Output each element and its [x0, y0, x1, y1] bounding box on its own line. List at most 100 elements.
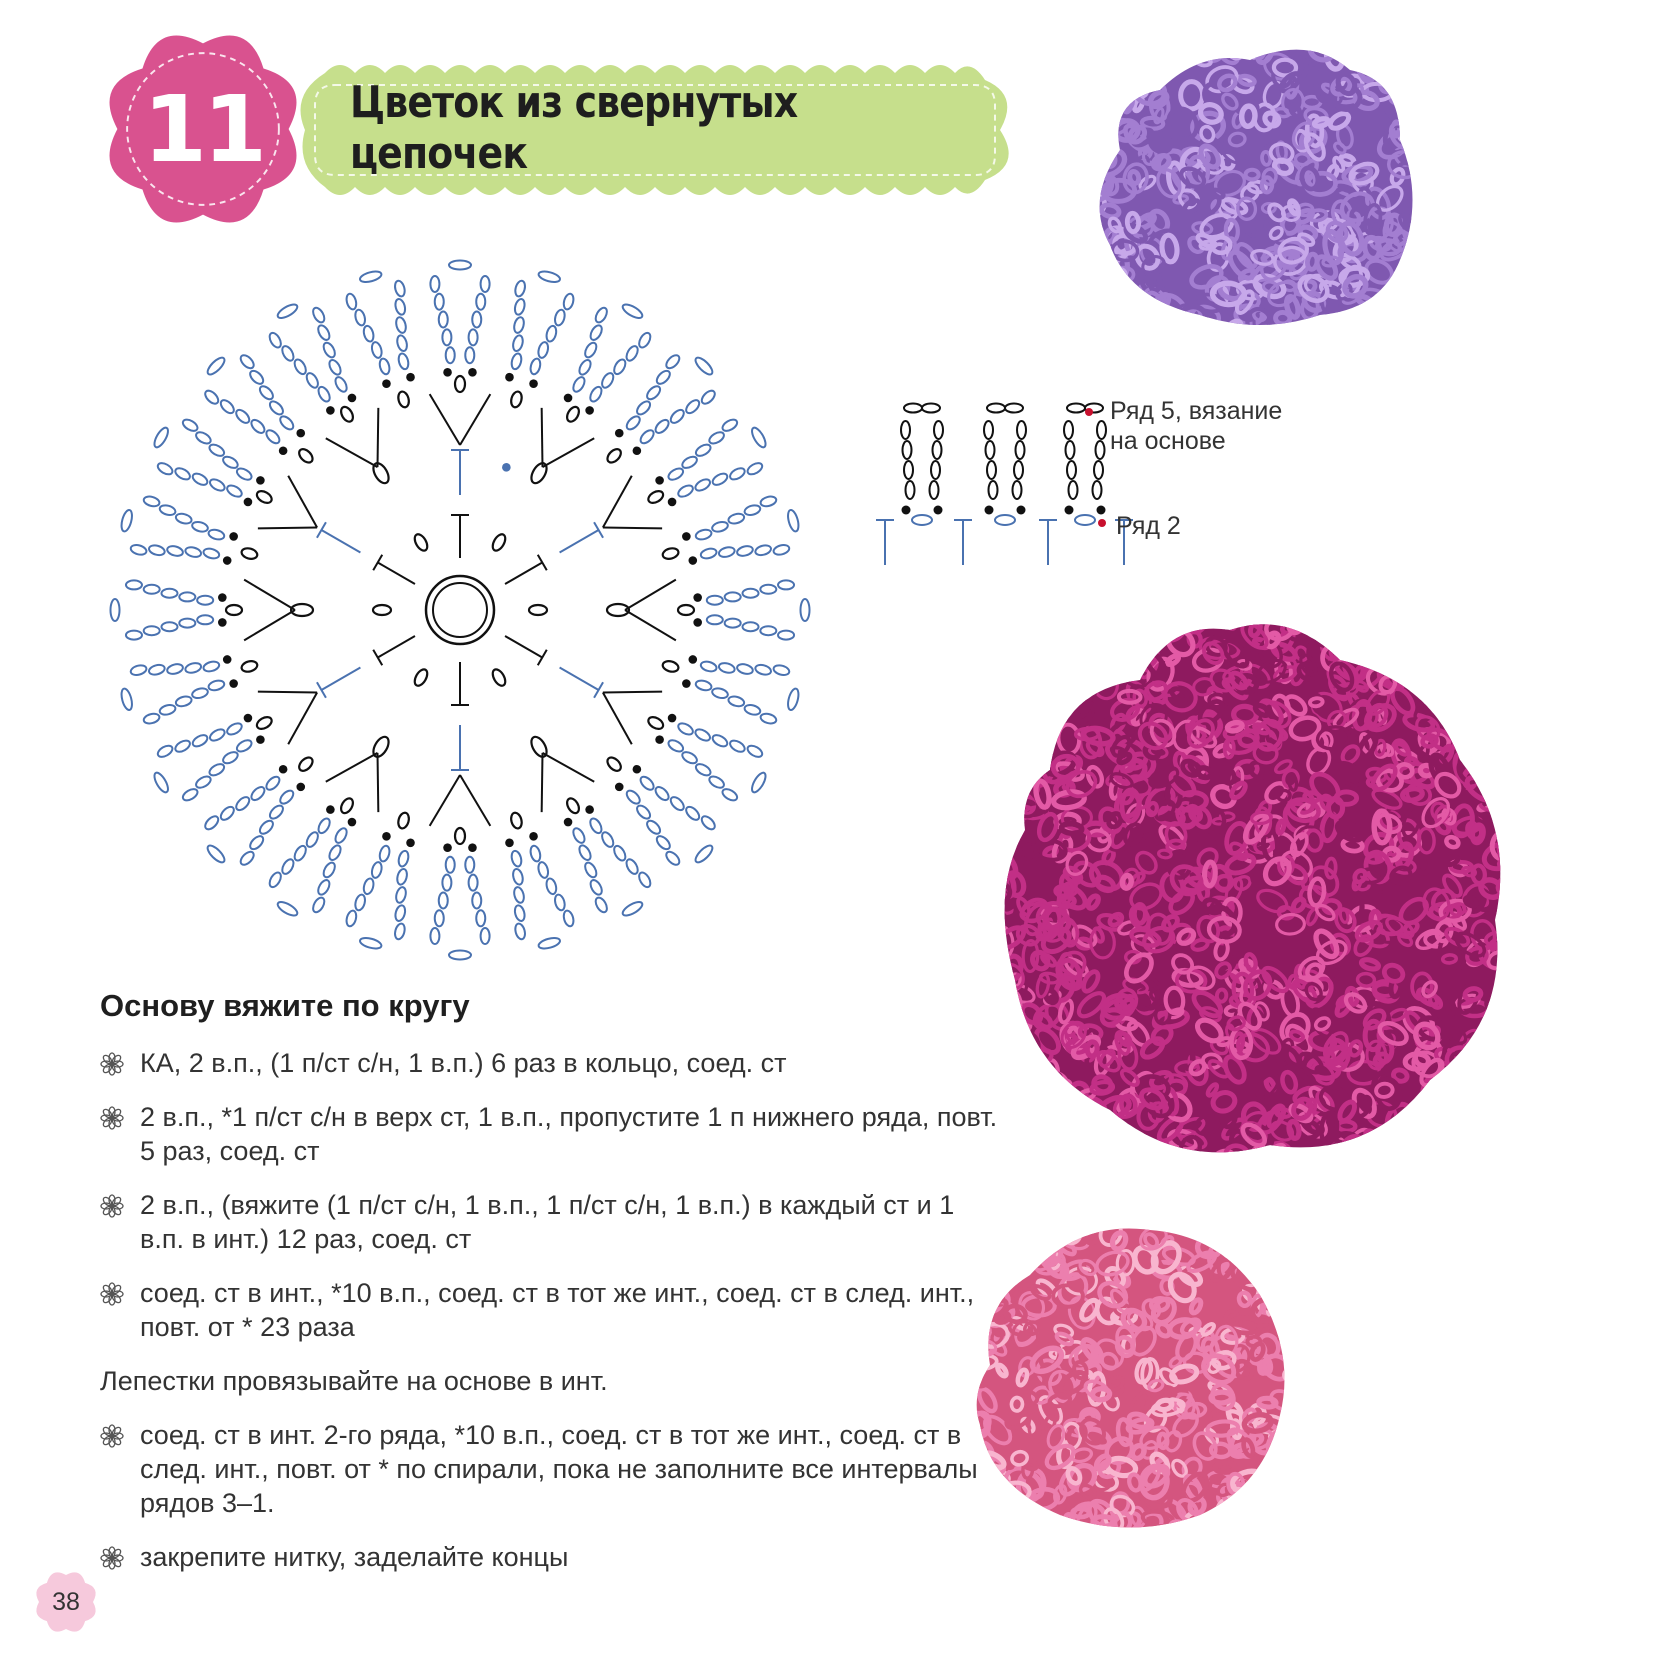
- section-heading: Основу вяжите по кругу: [100, 988, 470, 1023]
- round1-chain: [527, 603, 549, 617]
- round2-chain: [530, 735, 548, 758]
- round3-chain: [510, 390, 523, 409]
- page-number-badge: [36, 1572, 96, 1632]
- petal-chain-loop: [345, 844, 410, 950]
- step-3: 2 в.п., (вяжите (1 п/ст с/н, 1 в.п., 1 п…: [100, 1188, 1000, 1256]
- round1-chain: [413, 533, 429, 552]
- slip-stitch-dot: [382, 379, 391, 388]
- petal-chain-loop: [667, 418, 767, 498]
- slip-stitch-dot: [632, 446, 642, 456]
- round3-chain: [397, 390, 410, 409]
- row2-stitch: [1039, 519, 1057, 565]
- petal-chain-loop: [120, 495, 226, 560]
- round2-chain: [289, 602, 315, 618]
- instructions: Основу вяжите по кругу КА, 2 в.п., (1 п/…: [100, 988, 1000, 1594]
- slip-stitch-dot: [693, 593, 702, 602]
- round3-chain: [453, 826, 467, 846]
- slip-stitch-dot: [256, 476, 265, 485]
- slip-stitch-dot: [443, 843, 452, 852]
- round3-chain: [566, 797, 580, 815]
- round3-chain: [510, 811, 523, 830]
- petal-chain-loop: [268, 303, 348, 403]
- round1-stitch: [451, 514, 469, 558]
- slip-stitch-dot: [693, 618, 702, 627]
- slip-stitch-dot: [667, 497, 677, 507]
- petal-chain-loop: [204, 354, 295, 445]
- round3-v-stitch: [257, 690, 318, 745]
- round1-chain: [491, 533, 507, 552]
- petal-chain-loop: [429, 259, 491, 365]
- round3-v-stitch: [428, 774, 492, 827]
- magenta-flower-photo: [1004, 624, 1501, 1153]
- round1-chain: [413, 668, 429, 687]
- round3-chain: [224, 603, 244, 617]
- slip-stitch-dot: [468, 368, 477, 377]
- round3-chain: [647, 716, 665, 730]
- petal-chain-loop: [204, 775, 295, 866]
- round2-stitch: [316, 666, 361, 699]
- slip-stitch-dot: [296, 782, 306, 792]
- magic-ring-inner: [432, 582, 488, 638]
- chapter-number: 11: [142, 75, 267, 183]
- crochet-round-diagram: [109, 259, 811, 961]
- flower-bullet-icon: [100, 1052, 124, 1076]
- round3-v-stitch: [243, 578, 296, 642]
- round2-chain: [372, 462, 390, 485]
- round3-v-stitch: [257, 475, 318, 530]
- slip-stitch-dot: [406, 372, 415, 382]
- slip-stitch-dot: [505, 372, 514, 382]
- round3-chain: [661, 660, 680, 673]
- slip-stitch-dot: [585, 805, 594, 814]
- page-title: Цветок из свернутых цепочек: [350, 77, 798, 179]
- petal-chain-loop: [625, 354, 716, 445]
- slip-stitch-dot: [468, 843, 477, 852]
- slip-stitch-dot: [529, 832, 538, 841]
- round3-v-stitch: [540, 407, 595, 468]
- step-text: соед. ст в инт., *10 в.п., соед. ст в то…: [140, 1278, 975, 1342]
- round3-v-stitch: [428, 393, 492, 446]
- step-text: закрепите нитку, заделайте концы: [140, 1542, 569, 1572]
- row2-marker-dot: [1098, 519, 1106, 527]
- row2-stitch: [1115, 519, 1133, 565]
- note-text: Лепестки провязывайте на основе в инт.: [100, 1366, 608, 1396]
- slip-stitch-dot: [406, 838, 415, 848]
- round3-v-stitch: [325, 752, 380, 813]
- slip-stitch-dot: [682, 532, 691, 541]
- step-1: КА, 2 в.п., (1 п/ст с/н, 1 в.п.) 6 раз в…: [100, 1046, 1000, 1080]
- petal-chain-loop: [510, 270, 575, 376]
- petal-chain-loop: [510, 844, 575, 950]
- round2-chain: [530, 462, 548, 485]
- slip-stitch-dot: [529, 379, 538, 388]
- petal-chain-loop: [705, 579, 811, 641]
- slip-stitch-dot: [278, 764, 288, 774]
- round2-stitch: [316, 521, 361, 554]
- round3-chain: [240, 547, 259, 560]
- page-number: 38: [52, 1587, 80, 1616]
- slip-stitch-dot: [688, 556, 698, 565]
- round3-chain: [298, 756, 314, 772]
- slip-stitch-dot: [326, 805, 335, 814]
- flower-bullet-icon: [100, 1424, 124, 1448]
- round3-v-stitch: [325, 407, 380, 468]
- slip-stitch-dot: [563, 393, 573, 403]
- round3-chain: [240, 660, 259, 673]
- petal-chain-loop: [572, 817, 652, 917]
- row2-chain: [994, 514, 1016, 526]
- round1-stitch: [504, 635, 548, 666]
- petal-chain-loop: [120, 660, 226, 725]
- petal-chain-loop: [153, 722, 253, 802]
- slip-stitch-dot: [243, 497, 253, 507]
- slip-stitch-dot: [667, 713, 677, 723]
- petal-chain-loop: [694, 495, 800, 560]
- slip-stitch-dot: [218, 618, 227, 627]
- lilac-flower-photo: [1099, 49, 1413, 325]
- round3-chain: [340, 405, 354, 423]
- petal-chain-loop: [345, 270, 410, 376]
- slip-stitch-dot: [222, 556, 232, 565]
- slip-stitch-dot: [229, 679, 238, 688]
- slip-stitch-dot: [222, 655, 232, 664]
- slip-stitch-dot: [563, 817, 573, 827]
- round2-stitch: [451, 725, 469, 771]
- slip-stitch-dot: [655, 735, 664, 744]
- step-5: соед. ст в инт. 2-го ряда, *10 в.п., сое…: [100, 1418, 1000, 1520]
